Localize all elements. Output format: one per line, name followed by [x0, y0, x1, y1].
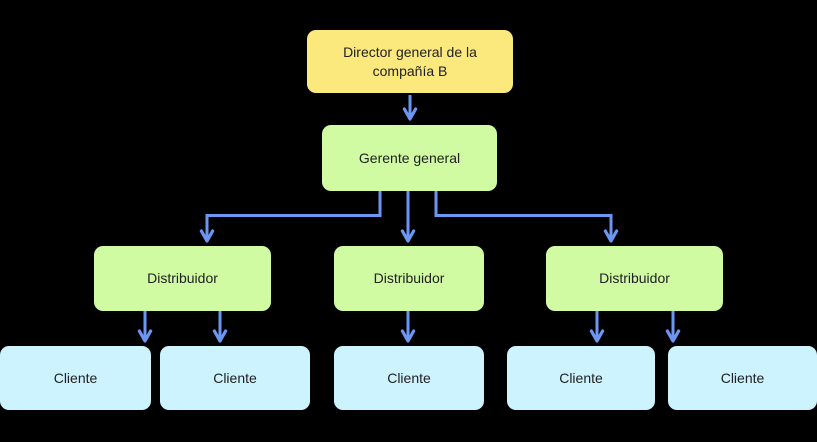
- node-gerente-general-label: Gerente general: [358, 149, 461, 166]
- edge-gerente-distribuidor-1: [199, 191, 382, 243]
- node-distribuidor-1: Distribuidor: [94, 246, 271, 311]
- node-cliente-5: Cliente: [668, 346, 817, 410]
- node-cliente-4: Cliente: [507, 346, 655, 410]
- node-cliente-3: Cliente: [334, 346, 484, 410]
- node-distribuidor-3: Distribuidor: [546, 246, 723, 311]
- node-distribuidor-3-label: Distribuidor: [599, 270, 670, 287]
- node-cliente-1-label: Cliente: [53, 369, 98, 386]
- node-distribuidor-1-label: Distribuidor: [147, 270, 218, 287]
- node-director-general: Director general de la compañía B: [307, 30, 513, 93]
- node-cliente-5-label: Cliente: [720, 369, 765, 386]
- node-cliente-3-label: Cliente: [387, 369, 431, 386]
- node-director-general-label: Director general de la compañía B: [343, 43, 477, 79]
- node-cliente-1: Cliente: [0, 346, 151, 410]
- node-distribuidor-2: Distribuidor: [334, 246, 484, 311]
- edge-gerente-distribuidor-3: [434, 191, 619, 243]
- node-cliente-2: Cliente: [160, 346, 310, 410]
- node-distribuidor-2-label: Distribuidor: [373, 270, 445, 287]
- node-cliente-2-label: Cliente: [213, 369, 257, 386]
- node-gerente-general: Gerente general: [322, 125, 497, 191]
- node-cliente-4-label: Cliente: [559, 369, 603, 386]
